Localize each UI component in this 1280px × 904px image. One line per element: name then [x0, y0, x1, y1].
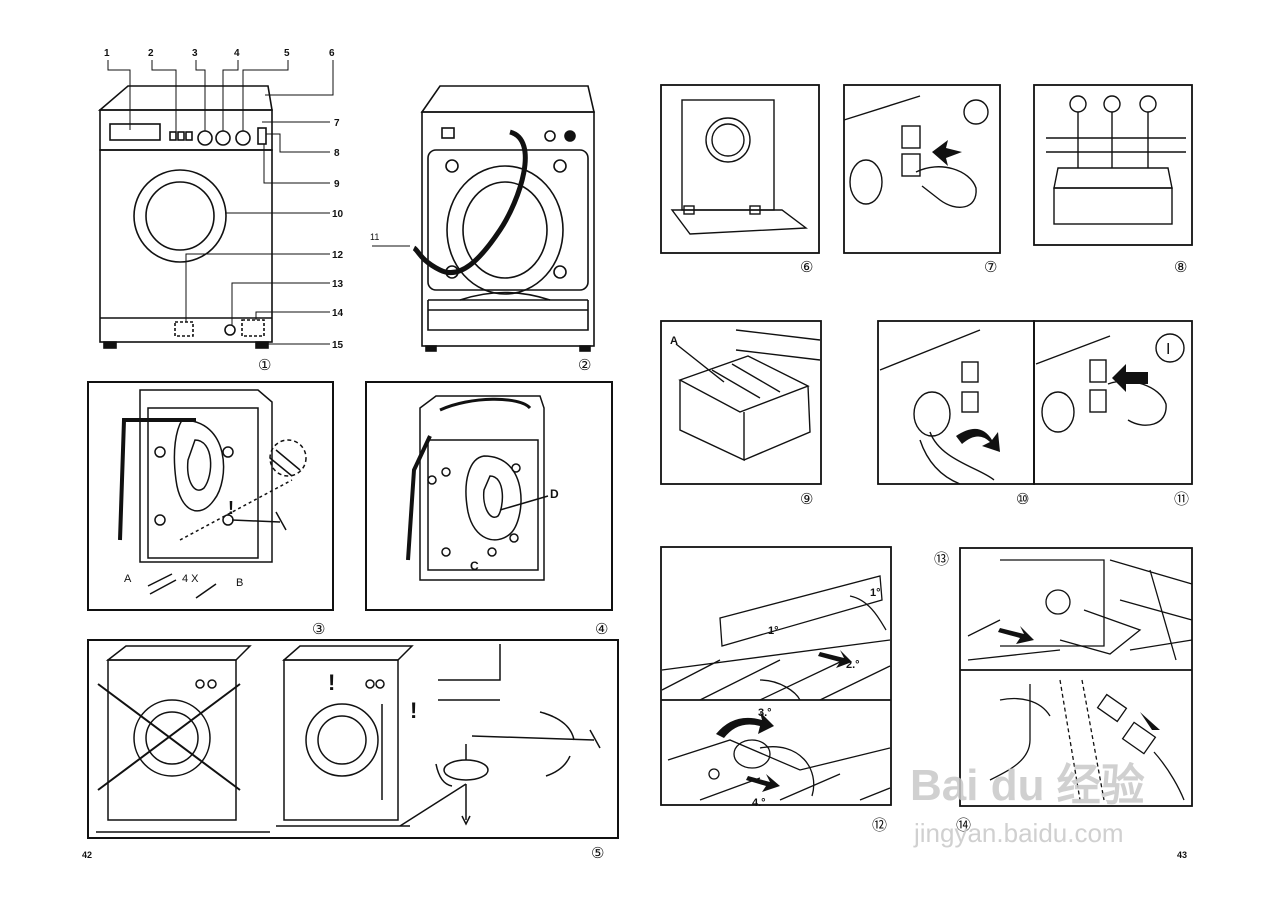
- rotate-arrow-icon: [956, 428, 1000, 452]
- figure-number-7: ⑦: [984, 259, 997, 276]
- callout-6: 6: [329, 48, 335, 59]
- figure-8-detergent-drawer: ⑧: [1033, 84, 1193, 276]
- figure-number-10: ⑩: [1016, 491, 1029, 508]
- page-number-left: 42: [82, 850, 92, 860]
- watermark-url: jingyan.baidu.com: [913, 818, 1124, 848]
- figure-4-caps: D C ④: [365, 381, 613, 638]
- callout-14: 14: [332, 308, 344, 319]
- label-d: D: [550, 487, 559, 501]
- arrow-icon: [932, 140, 962, 166]
- step-1-left: 1°: [768, 625, 779, 637]
- figure-1-callouts: 1 2 3 4 5 6 7 8 9 10 12 13 14 15 ①: [104, 48, 344, 374]
- figure-2-rear-view: [372, 85, 596, 352]
- callout-15: 15: [332, 340, 344, 351]
- callout-13: 13: [332, 279, 344, 290]
- arrow-icon: [1112, 364, 1148, 392]
- figure-10-program-knob: ⑩: [877, 320, 1035, 508]
- callout-3: 3: [192, 48, 198, 59]
- figure-number-13: ⑬: [934, 551, 949, 568]
- figure-11-start-button: I ⑪: [1033, 320, 1193, 508]
- figure-13-14-drain-and-hose: ⑬ ⑭: [934, 547, 1193, 834]
- figure-5-levelling: ! ! ⑤: [87, 639, 619, 862]
- step-1-right: 1°: [870, 587, 881, 599]
- figure-12-filter-access: 1° 1° 2.° 3.° 4.° ⑫: [660, 546, 892, 834]
- figure-7-door-button: ⑦: [843, 84, 1001, 276]
- figure-1-front-view: [97, 60, 334, 349]
- figure-number-11: ⑪: [1174, 491, 1189, 508]
- callout-7: 7: [334, 118, 340, 129]
- figure-number-1: ①: [258, 357, 271, 374]
- label-c: C: [470, 559, 479, 573]
- baidu-watermark: Bai du 经验 jingyan.baidu.com: [910, 761, 1145, 848]
- figure-number-5: ⑤: [591, 845, 604, 862]
- figure-9-drawer-open: A ⑨: [660, 320, 822, 508]
- warning-mark: !: [228, 498, 234, 518]
- page-number-right: 43: [1177, 850, 1187, 860]
- watermark-logo: Bai du 经验: [910, 761, 1145, 810]
- callout-10: 10: [332, 209, 344, 220]
- figure-number-2: ②: [578, 357, 591, 374]
- on-symbol: I: [1166, 341, 1170, 358]
- figure-number-8: ⑧: [1174, 259, 1187, 276]
- figure-3-transit-bolts: ! A 4 X B ③: [87, 381, 334, 638]
- callout-1: 1: [104, 48, 110, 59]
- figure-number-4: ④: [595, 621, 608, 638]
- step-2: 2.°: [846, 659, 860, 671]
- callout-9: 9: [334, 179, 340, 190]
- callout-4: 4: [234, 48, 240, 59]
- label-a: A: [124, 573, 132, 585]
- callout-11: 11: [370, 232, 379, 242]
- step-3: 3.°: [758, 707, 772, 719]
- callout-12: 12: [332, 250, 344, 261]
- figure-6-panel: ⑥: [660, 84, 820, 276]
- figure-number-9: ⑨: [800, 491, 813, 508]
- warning-mark-side: !: [410, 698, 417, 723]
- step-4: 4.°: [752, 797, 766, 809]
- label-b: B: [236, 577, 243, 589]
- quantity-label: 4 X: [182, 573, 199, 585]
- figure-number-12: ⑫: [872, 817, 887, 834]
- figure-number-14: ⑭: [956, 817, 971, 834]
- callout-5: 5: [284, 48, 290, 59]
- warning-mark-top: !: [328, 670, 335, 695]
- callout-8: 8: [334, 148, 340, 159]
- label-a-drawer: A: [670, 335, 678, 347]
- callout-2: 2: [148, 48, 154, 59]
- figure-number-6: ⑥: [800, 259, 813, 276]
- figure-number-3: ③: [312, 621, 325, 638]
